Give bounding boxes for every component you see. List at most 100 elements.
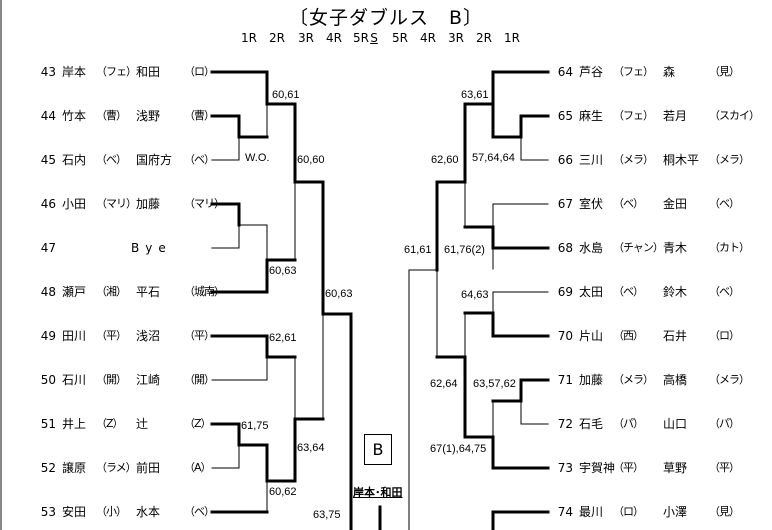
player-1-name: 井上: [62, 417, 87, 431]
entry-number: 50: [40, 373, 56, 387]
player-2-affiliation: （見）: [709, 65, 740, 78]
player-1-name: 加藤: [579, 373, 604, 387]
player-1-name: 水島: [579, 241, 604, 255]
player-2-name: 青木: [663, 241, 688, 255]
score: 60,61: [272, 89, 300, 101]
player-1-affiliation: （ベ）: [96, 153, 127, 166]
player-1-affiliation: （メラ）: [613, 153, 654, 166]
round-label: 4R: [326, 31, 342, 45]
entry-number: 65: [557, 109, 573, 123]
score: 61,61: [404, 244, 432, 256]
entry-number: 74: [557, 505, 573, 519]
player-2-affiliation: （ベ）: [709, 197, 740, 210]
player-1-affiliation: （フェ）: [613, 109, 654, 122]
round-label-semifinal: S: [370, 31, 378, 45]
round-label: 3R: [448, 31, 464, 45]
player-2-affiliation: （ロ）: [709, 329, 740, 342]
player-2-affiliation: （開）: [184, 373, 215, 386]
player-1-name: 石川: [62, 373, 87, 387]
player-2-name: 加藤: [136, 197, 161, 211]
player-1-affiliation: （メラ）: [613, 373, 654, 386]
bye-label: Bye: [131, 241, 172, 255]
player-2-affiliation: （マリ）: [184, 197, 225, 210]
round-label: 5R: [353, 31, 369, 45]
player-2-affiliation: （ロ）: [184, 65, 215, 78]
score: 57,64,64: [472, 152, 515, 164]
player-2-name: 水本: [136, 505, 161, 519]
player-1-name: 室伏: [579, 197, 604, 211]
block-label: B: [364, 434, 392, 465]
player-2-name: 江崎: [136, 373, 161, 387]
score: 60,63: [269, 265, 297, 277]
player-2-name: 鈴木: [663, 285, 688, 299]
entry-number: 73: [557, 461, 573, 475]
player-1-affiliation: （小）: [96, 505, 127, 518]
player-1-affiliation: （平）: [96, 329, 127, 342]
player-1-name: 小田: [62, 197, 87, 211]
player-1-affiliation: （マリ）: [96, 197, 137, 210]
player-2-affiliation: （メラ）: [709, 373, 750, 386]
round-label: 4R: [420, 31, 436, 45]
player-1-name: 石毛: [579, 417, 604, 431]
score: 63,75: [313, 509, 341, 521]
player-2-affiliation: （ベ）: [184, 505, 215, 518]
round-label: 1R: [241, 31, 257, 45]
player-1-name: 太田: [579, 285, 604, 299]
player-1-affiliation: （開）: [96, 373, 127, 386]
player-2-name: 平石: [136, 285, 161, 299]
round-label: 2R: [269, 31, 285, 45]
player-1-affiliation: （ベ）: [613, 197, 644, 210]
player-1-affiliation: （フェ）: [613, 65, 654, 78]
score: 60,63: [325, 288, 353, 300]
player-2-name: 山口: [663, 417, 688, 431]
player-2-name: 高橋: [663, 373, 688, 387]
score: 61,76(2): [444, 244, 485, 256]
player-1-affiliation: （平）: [613, 461, 644, 474]
player-2-name: 和田: [136, 65, 161, 79]
player-2-name: 浅野: [136, 109, 161, 123]
entry-number: 67: [557, 197, 573, 211]
player-1-name: 石内: [62, 153, 87, 167]
entry-number: 52: [40, 461, 56, 475]
player-2-name: 石井: [663, 329, 688, 343]
score: 62,64: [430, 378, 458, 390]
entry-number: 49: [40, 329, 56, 343]
player-2-affiliation: （平）: [184, 329, 215, 342]
player-1-name: 安田: [62, 505, 87, 519]
player-1-affiliation: （ベ）: [613, 285, 644, 298]
score: 61,75: [241, 420, 269, 432]
score: 63,61: [461, 89, 489, 101]
player-1-affiliation: （チャン）: [613, 241, 664, 254]
player-2-name: 浅沼: [136, 329, 161, 343]
entry-number: 51: [40, 417, 56, 431]
player-2-affiliation: （城南）: [184, 285, 225, 298]
player-2-affiliation: （カト）: [709, 241, 750, 254]
player-1-name: 竹本: [62, 109, 87, 123]
player-1-affiliation: （Z）: [96, 417, 124, 430]
entry-number: 66: [557, 153, 573, 167]
player-2-affiliation: （Z）: [184, 417, 212, 430]
entry-number: 44: [40, 109, 56, 123]
entry-number: 43: [40, 65, 56, 79]
score: 67(1),64,75: [430, 443, 487, 455]
window-left-edge: [0, 0, 2, 530]
player-1-affiliation: （フェ）: [96, 65, 137, 78]
player-1-name: 芦谷: [579, 65, 604, 79]
player-2-name: 金田: [663, 197, 688, 211]
entry-number: 71: [557, 373, 573, 387]
player-1-affiliation: （西）: [613, 329, 644, 342]
player-1-name: 岸本: [62, 65, 87, 79]
score: 63,57,62: [473, 378, 516, 390]
player-1-affiliation: （湘）: [96, 285, 127, 298]
player-2-affiliation: （スカイ）: [709, 109, 760, 122]
entry-number: 72: [557, 417, 573, 431]
player-2-affiliation: （平）: [709, 461, 740, 474]
player-2-affiliation: （メラ）: [709, 153, 750, 166]
page-title: 〔女子ダブルス B〕: [288, 7, 484, 29]
block-winner: 岸本･和田: [353, 486, 403, 499]
player-1-affiliation: （ロ）: [613, 505, 644, 518]
score: 62,60: [431, 154, 459, 166]
player-2-name: 国府方: [136, 153, 173, 167]
score: W.O.: [245, 152, 270, 164]
